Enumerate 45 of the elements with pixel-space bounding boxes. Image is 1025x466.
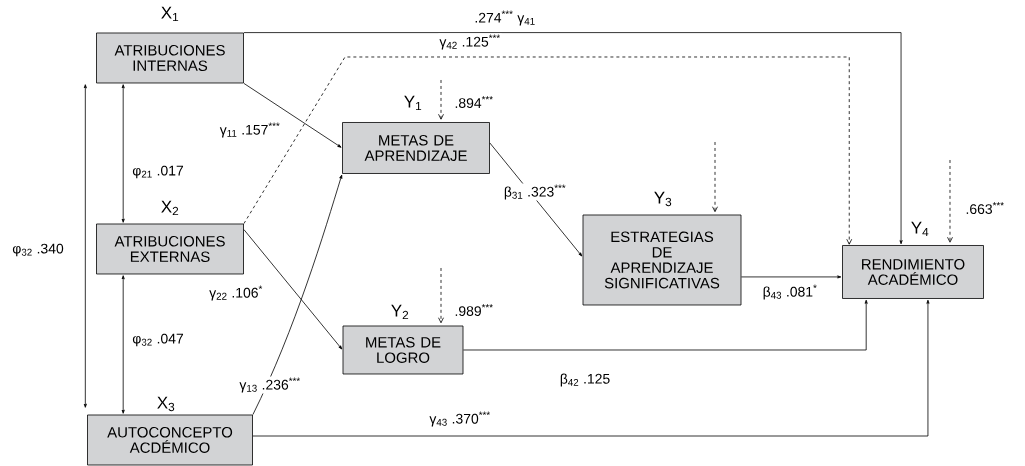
variable-box: AUTOCONCEPTO ACDÉMICO: [87, 414, 253, 466]
variable-label: Y$_{1}$: [404, 95, 422, 111]
path-arrow: [243, 56, 853, 245]
path-coefficient: γ$_{22}$ .106$^{*}$: [208, 284, 264, 302]
path-coefficient: .274$^{***}$ γ$_{41}$: [473, 9, 537, 27]
variable-box: ESTRATEGIAS DE APRENDIZAJE SIGNIFICATIVAS: [582, 214, 742, 306]
path-coefficient: γ$_{13}$ .236$^{***}$: [238, 376, 302, 394]
variable-box: METAS DE LOGRO: [342, 325, 464, 375]
path-coefficient: φ$_{32}$ .047: [131, 332, 185, 348]
variable-box: ATRIBUCIONES INTERNAS: [96, 32, 244, 84]
path-coefficient: β$_{43}$ .081$^{*}$: [761, 283, 819, 301]
variable-label: Y$_{3}$: [654, 191, 672, 207]
path-coefficient: .894$^{***}$: [453, 94, 495, 109]
path-coefficient: β$_{31}$ .323$^{***}$: [502, 183, 568, 201]
path-coefficient: γ$_{43}$ .370$^{***}$: [428, 410, 492, 428]
disturbance-arrow: [438, 267, 444, 324]
path-coefficient: .989$^{***}$: [453, 302, 495, 317]
path-coefficient: φ$_{21}$ .017: [131, 164, 185, 180]
variable-box: RENDIMIENTO ACADÉMICO: [842, 245, 984, 299]
correlation-arrow: [83, 84, 87, 408]
variable-box: METAS DE APRENDIZAJE: [342, 122, 490, 174]
correlation-arrow: [121, 84, 125, 223]
path-arrow: [741, 275, 842, 279]
path-coefficient: .663$^{***}$: [964, 200, 1006, 215]
path-coefficient: γ$_{42}$ .125$^{***}$: [438, 33, 502, 51]
path-arrow: [489, 142, 583, 257]
path-arrow: [243, 229, 343, 350]
variable-label: X$_{2}$: [161, 200, 179, 216]
disturbance-arrow: [712, 141, 718, 213]
path-coefficient: φ$_{32}$ .340: [11, 242, 65, 258]
disturbance-arrow: [438, 79, 444, 120]
path-arrow: [252, 174, 343, 415]
path-arrow: [243, 83, 342, 148]
disturbance-arrow: [947, 159, 953, 243]
path-arrow: [243, 32, 903, 245]
path-coefficient: γ$_{11}$ .157$^{***}$: [218, 121, 282, 139]
variable-label: Y$_{2}$: [391, 304, 409, 320]
variable-label: Y$_{4}$: [911, 221, 929, 237]
correlation-arrow: [121, 275, 125, 414]
path-coefficient: β$_{42}$ .125: [558, 372, 612, 388]
variable-label: X$_{3}$: [157, 396, 175, 412]
variable-label: X$_{1}$: [161, 6, 179, 22]
variable-box: ATRIBUCIONES EXTERNAS: [96, 223, 244, 275]
path-arrow: [252, 299, 930, 437]
path-arrow: [463, 299, 868, 351]
